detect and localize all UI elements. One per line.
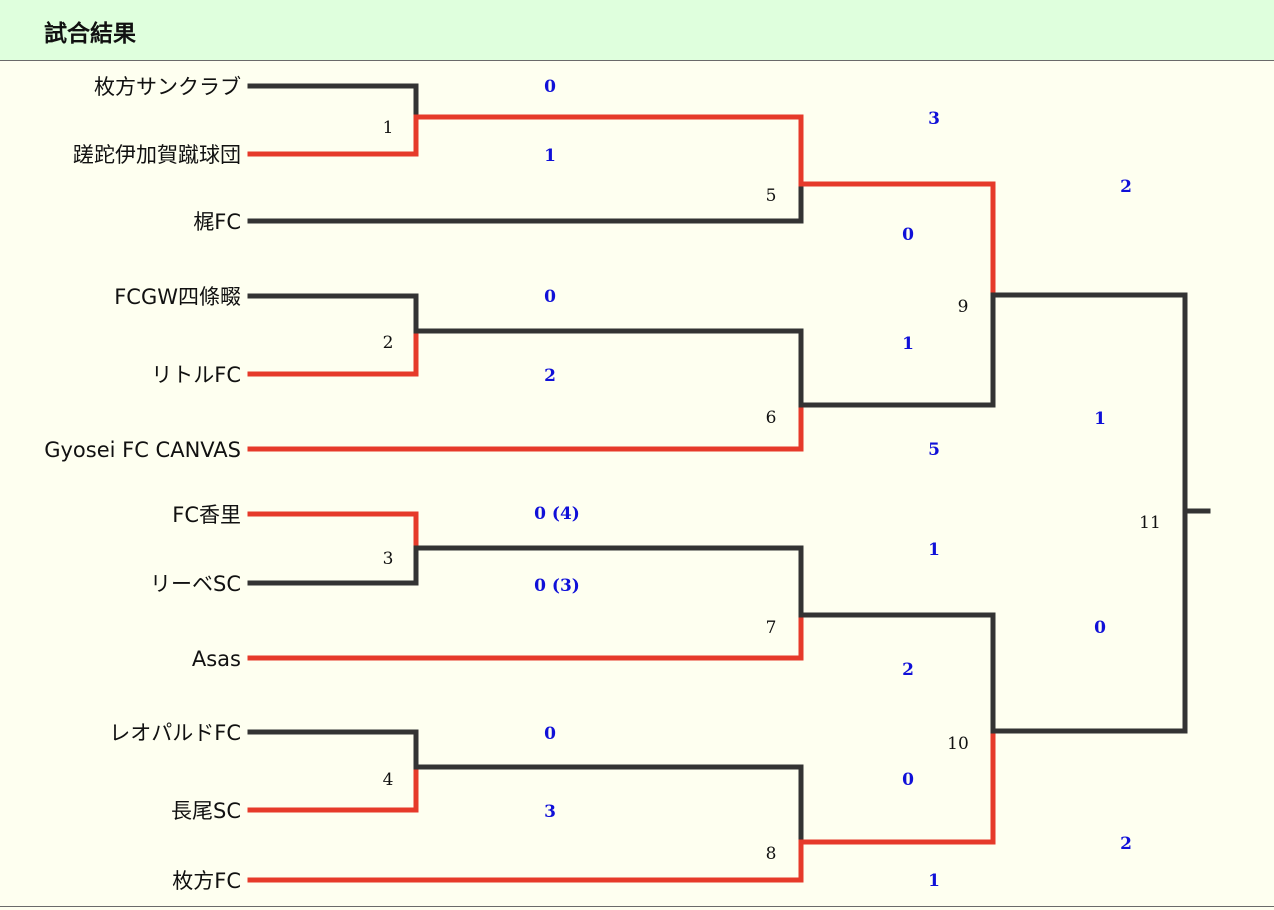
score-label: 0 (4) (534, 504, 580, 524)
score-label: 1 (902, 334, 914, 354)
page-title: 試合結果 (44, 21, 136, 47)
team-name: FCGW四條畷 (114, 285, 241, 309)
score-label: 1 (928, 871, 940, 891)
team-name: Gyosei FC CANVAS (44, 438, 241, 462)
results-header: 試合結果 (0, 0, 1274, 61)
team-name: レオパルドFC (109, 721, 241, 745)
match-number: 8 (766, 844, 777, 864)
score-label: 0 (544, 724, 556, 744)
match-number: 7 (766, 618, 777, 638)
score-label: 2 (544, 366, 556, 386)
match-number: 10 (947, 734, 969, 754)
match-number: 6 (766, 408, 777, 428)
score-label: 1 (544, 146, 556, 166)
bottom-divider (0, 906, 1274, 907)
score-label: 0 (1094, 618, 1106, 638)
match-number: 11 (1139, 513, 1161, 533)
match-number: 5 (766, 186, 777, 206)
score-label: 0 (902, 770, 914, 790)
score-label: 0 (3) (534, 576, 580, 596)
match-number: 2 (383, 333, 394, 353)
team-name: 枚方サンクラブ (94, 75, 241, 99)
team-name: 蹉跎伊加賀蹴球団 (73, 143, 241, 167)
match-number: 3 (383, 549, 394, 569)
score-label: 0 (544, 77, 556, 97)
team-name: 梶FC (193, 210, 241, 234)
match-number: 1 (383, 118, 394, 138)
match-number: 9 (958, 297, 969, 317)
score-label: 5 (928, 440, 940, 460)
team-name: FC香里 (172, 503, 241, 527)
score-label: 0 (544, 287, 556, 307)
team-name: 長尾SC (171, 799, 241, 823)
team-name: リーベSC (150, 572, 241, 596)
score-label: 2 (1120, 177, 1132, 197)
match-number: 4 (383, 770, 394, 790)
score-label: 3 (544, 802, 556, 822)
score-label: 2 (902, 660, 914, 680)
score-label: 2 (1120, 834, 1132, 854)
score-label: 3 (928, 109, 940, 129)
score-label: 1 (1094, 409, 1106, 429)
team-name: Asas (192, 647, 241, 671)
score-label: 0 (902, 225, 914, 245)
team-name: 枚方FC (172, 869, 241, 893)
score-label: 1 (928, 540, 940, 560)
team-name: リトルFC (151, 363, 241, 387)
